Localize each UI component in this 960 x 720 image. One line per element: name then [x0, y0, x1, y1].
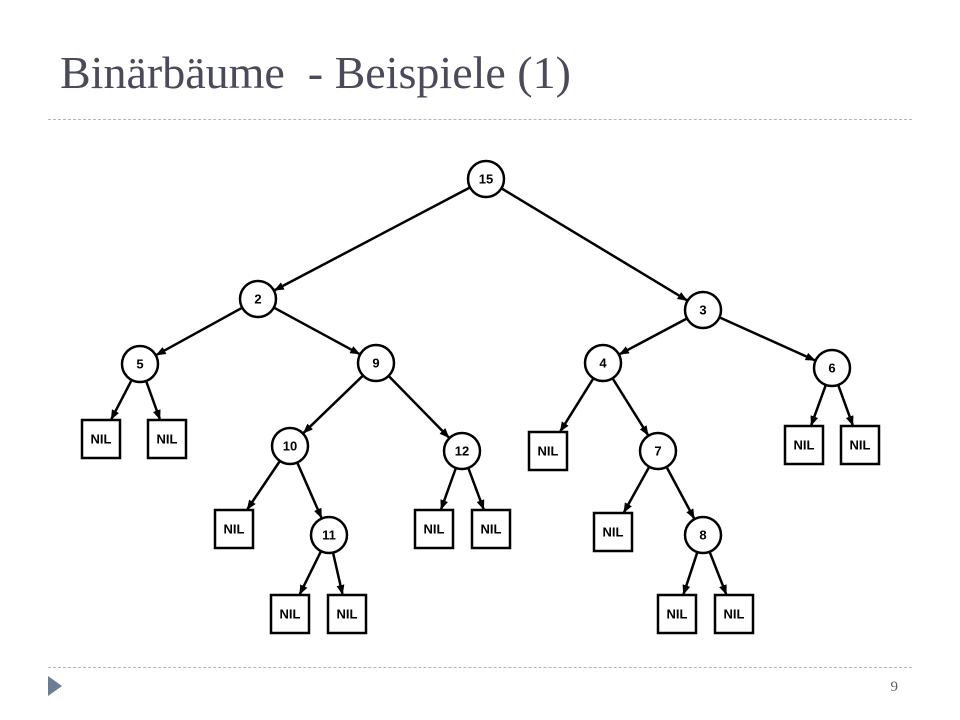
node-label: 15 [479, 172, 493, 187]
tree-edge-arrow [837, 385, 854, 427]
nil-label: NIL [850, 438, 871, 453]
node-label: 6 [828, 361, 835, 376]
nil-leaf: NIL [656, 593, 698, 635]
node-label: 3 [699, 303, 706, 318]
nil-label: NIL [91, 432, 112, 447]
tree-edge-arrow [708, 552, 728, 595]
nil-label: NIL [538, 444, 559, 459]
tree-edge-arrow [274, 306, 361, 356]
tree-edge-arrow [682, 552, 699, 595]
tree-edge-arrow [298, 551, 322, 596]
tree-node-12: 12 [442, 431, 482, 471]
play-triangle-icon [48, 676, 62, 696]
tree-edge-arrow [622, 467, 650, 514]
nil-leaf: NIL [413, 508, 455, 550]
slide-title: Binärbäume - Beispiele (1) [60, 47, 571, 98]
tree-edge-arrow [332, 553, 345, 595]
node-label: 2 [254, 292, 261, 307]
tree-node-10: 10 [270, 426, 310, 466]
node-label: 8 [699, 528, 706, 543]
tree-node-7: 7 [638, 431, 678, 471]
tree-edge-arrow [145, 381, 161, 421]
tree-edge-arrow [612, 378, 649, 436]
nil-leaf: NIL [783, 424, 825, 466]
node-label: 12 [455, 444, 469, 459]
nil-leaf: NIL [146, 418, 188, 460]
top-divider [48, 119, 912, 120]
nil-leaf: NIL [80, 418, 122, 460]
tree-edge-arrow [501, 187, 688, 302]
nil-label: NIL [603, 525, 624, 540]
nil-leaf: NIL [470, 508, 512, 550]
tree-node-9: 9 [356, 343, 396, 383]
node-label: 10 [283, 439, 297, 454]
tree-edge-arrow [467, 468, 485, 510]
node-label: 9 [372, 356, 379, 371]
nil-leaf: NIL [713, 593, 755, 635]
nil-label: NIL [724, 607, 745, 622]
tree-node-11: 11 [309, 515, 349, 555]
tree-edge-arrow [559, 378, 594, 433]
edge-layer [110, 186, 854, 596]
nil-leaf: NIL [839, 424, 881, 466]
tree-edge-arrow [618, 317, 687, 356]
tree-edge-arrow [155, 307, 242, 356]
nil-leaf: NIL [592, 511, 634, 553]
node-label: 11 [322, 528, 336, 543]
nil-label: NIL [424, 522, 445, 537]
node-label: 5 [136, 357, 143, 372]
node-label: 7 [654, 444, 661, 459]
tree-node-3: 3 [683, 290, 723, 330]
tree-node-8: 8 [683, 515, 723, 555]
nil-leaf: NIL [213, 508, 255, 550]
nil-leaf: NIL [326, 593, 368, 635]
tree-edge-arrow [110, 380, 133, 421]
tree-edge-arrow [665, 467, 696, 520]
tree-node-4: 4 [583, 343, 623, 383]
nil-label: NIL [794, 438, 815, 453]
nil-label: NIL [337, 607, 358, 622]
tree-node-6: 6 [812, 348, 852, 388]
tree-edge-arrow [388, 375, 450, 439]
page-number: 9 [890, 679, 899, 695]
nil-label: NIL [280, 607, 301, 622]
nil-label: NIL [667, 607, 688, 622]
tree-edge-arrow [246, 461, 281, 510]
tree-edge-arrow [273, 186, 470, 292]
nil-leaf: NIL [269, 593, 311, 635]
nil-label: NIL [224, 522, 245, 537]
tree-edge-arrow [810, 385, 827, 427]
nil-label: NIL [481, 522, 502, 537]
tree-edge-arrow [302, 375, 364, 434]
tree-node-5: 5 [120, 344, 160, 384]
tree-edge-arrow [719, 316, 816, 362]
nil-leaf: NIL [527, 430, 569, 472]
nil-label: NIL [157, 432, 178, 447]
tree-node-15: 15 [466, 159, 506, 199]
tree-edge-arrow [439, 468, 457, 511]
tree-node-2: 2 [238, 279, 278, 319]
node-label: 4 [599, 356, 607, 371]
tree-edge-arrow [296, 462, 323, 519]
bottom-divider [48, 667, 912, 668]
